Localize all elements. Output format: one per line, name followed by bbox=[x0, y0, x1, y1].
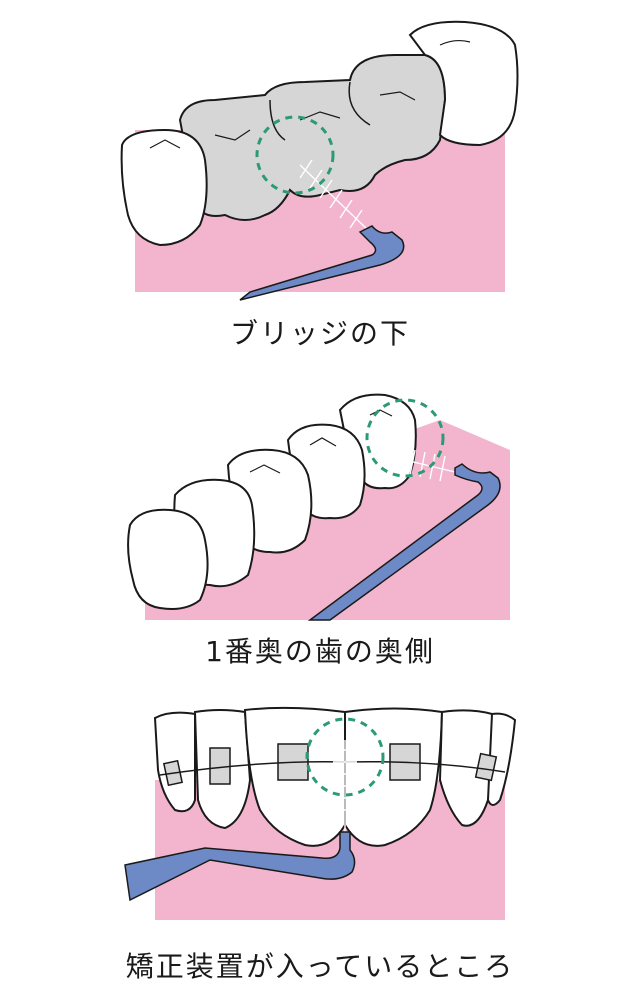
caption-back-tooth: 1番奥の歯の奥側 bbox=[205, 635, 435, 668]
bridge-crowns bbox=[178, 54, 447, 221]
braces-illustration bbox=[124, 706, 517, 920]
bracket bbox=[474, 752, 498, 782]
brush-handle bbox=[307, 463, 501, 621]
tooth-left bbox=[120, 128, 208, 247]
brush-handle bbox=[124, 831, 356, 902]
tooth-right bbox=[408, 20, 519, 147]
tooth-5 bbox=[127, 508, 209, 610]
highlight-circle bbox=[305, 717, 385, 797]
highlight-circle bbox=[365, 398, 445, 478]
tooth-far-right bbox=[486, 712, 517, 806]
brush-bristles bbox=[299, 159, 369, 231]
caption-bridge: ブリッジの下 bbox=[229, 317, 410, 350]
panel-bridge bbox=[0, 0, 640, 350]
caption-braces: 矯正装置が入っているところ bbox=[125, 950, 515, 983]
bridge-illustration bbox=[120, 20, 519, 301]
panel-back-tooth bbox=[0, 380, 640, 680]
panel-braces bbox=[0, 700, 640, 1000]
brush-handle bbox=[239, 225, 405, 301]
back-tooth-illustration bbox=[127, 393, 510, 621]
brush-bristles bbox=[333, 740, 357, 832]
highlight-circle bbox=[255, 115, 335, 195]
